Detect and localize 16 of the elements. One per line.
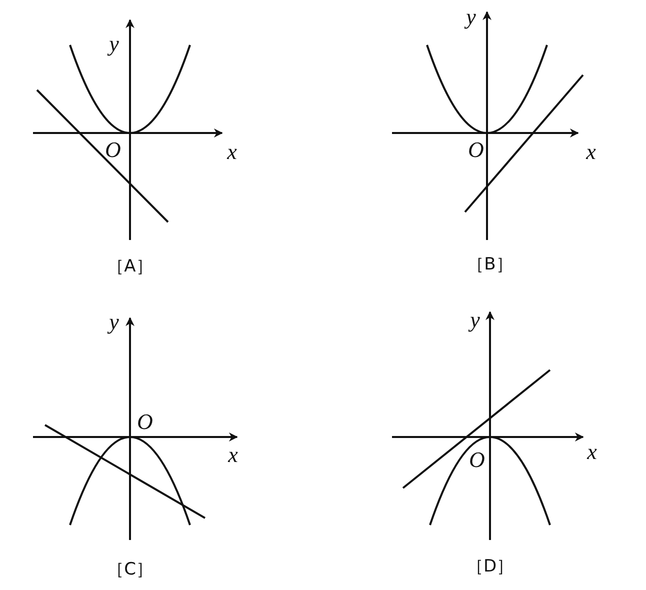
axis-label: y <box>109 33 119 55</box>
origin-label: O <box>468 139 484 161</box>
origin-label: O <box>469 449 485 471</box>
option-label: ［D］ <box>466 558 514 576</box>
axis-label: y <box>466 6 476 28</box>
axis-label: x <box>587 441 597 463</box>
origin-label: O <box>137 411 153 433</box>
axis-label: y <box>470 309 480 331</box>
axis-label: x <box>228 444 238 466</box>
option-label: ［C］ <box>107 562 153 578</box>
origin-label: O <box>105 139 121 161</box>
axis-label: x <box>227 141 237 163</box>
option-label: ［B］ <box>467 256 513 274</box>
axis-label: y <box>109 311 119 333</box>
option-label: ［A］ <box>107 258 153 276</box>
axis-label: x <box>586 141 596 163</box>
